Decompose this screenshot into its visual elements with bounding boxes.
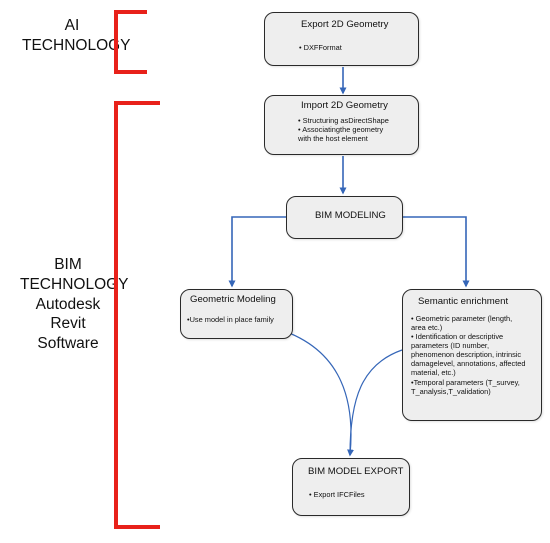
arrow-bim-to-semantic	[403, 216, 470, 288]
bim-label-line: TECHNOLOGY	[20, 275, 129, 293]
semantic-enrichment-item: area etc.)	[411, 323, 443, 332]
bim-section-bracket	[114, 101, 160, 529]
bim-model-export-title: BIM MODEL EXPORT	[308, 466, 404, 477]
bim-modeling-title: BIM MODELING	[315, 210, 386, 221]
curve-semantic-to-export	[349, 349, 403, 456]
semantic-enrichment-item: phenomenon description, intrinsic	[411, 350, 522, 359]
ai-label-line: TECHNOLOGY	[22, 36, 131, 54]
bim-technology-label: BIM TECHNOLOGY Autodesk Revit Software	[20, 255, 129, 354]
import-2d-geometry-box: Import 2D Geometry • Structuring asDirec…	[264, 95, 419, 155]
bim-modeling-box: BIM MODELING	[286, 196, 403, 239]
curve-geometric-to-export	[274, 327, 355, 457]
semantic-enrichment-title: Semantic enrichment	[418, 296, 509, 307]
semantic-enrichment-item: damagelevel, annotations, affected	[411, 359, 526, 368]
semantic-enrichment-item: • Geometric parameter (length,	[411, 314, 513, 323]
import-2d-geometry-title: Import 2D Geometry	[301, 100, 388, 111]
ai-label-line: AI	[64, 17, 80, 34]
geometric-modeling-box: Geometric Modeling •Use model in place f…	[180, 289, 293, 339]
import-2d-geometry-item: with the host element	[298, 134, 368, 143]
semantic-enrichment-item: • Identification or descriptive	[411, 332, 504, 341]
bim-label-line: Software	[37, 335, 99, 353]
geometric-modeling-title: Geometric Modeling	[190, 294, 276, 305]
export-2d-geometry-box: Export 2D Geometry • DXFFormat	[264, 12, 419, 66]
semantic-enrichment-item: parameters (ID number,	[411, 341, 490, 350]
bim-model-export-box: BIM MODEL EXPORT • Export IFCFiles	[292, 458, 410, 516]
arrow-bim-to-geometric	[228, 216, 286, 288]
bim-label-line: BIM	[54, 256, 82, 273]
bim-label-line: Autodesk	[35, 295, 101, 313]
ai-section-bracket	[114, 10, 147, 74]
bim-model-export-item: • Export IFCFiles	[309, 490, 365, 499]
geometric-modeling-item: •Use model in place family	[187, 315, 274, 324]
import-2d-geometry-item: • Associatingthe geometry	[298, 125, 384, 134]
semantic-enrichment-box: Semantic enrichment • Geometric paramete…	[402, 289, 542, 421]
semantic-enrichment-item: T_analysis,T_validation)	[411, 387, 491, 396]
export-2d-geometry-title: Export 2D Geometry	[301, 19, 389, 30]
semantic-enrichment-item: •Temporal parameters (T_survey,	[411, 378, 520, 387]
import-2d-geometry-item: • Structuring asDirectShape	[298, 116, 389, 125]
semantic-enrichment-item: material, etc.)	[411, 368, 456, 377]
ai-technology-label: AI TECHNOLOGY	[22, 16, 131, 56]
export-2d-geometry-item: • DXFFormat	[299, 43, 342, 52]
bim-label-line: Revit	[50, 315, 86, 333]
